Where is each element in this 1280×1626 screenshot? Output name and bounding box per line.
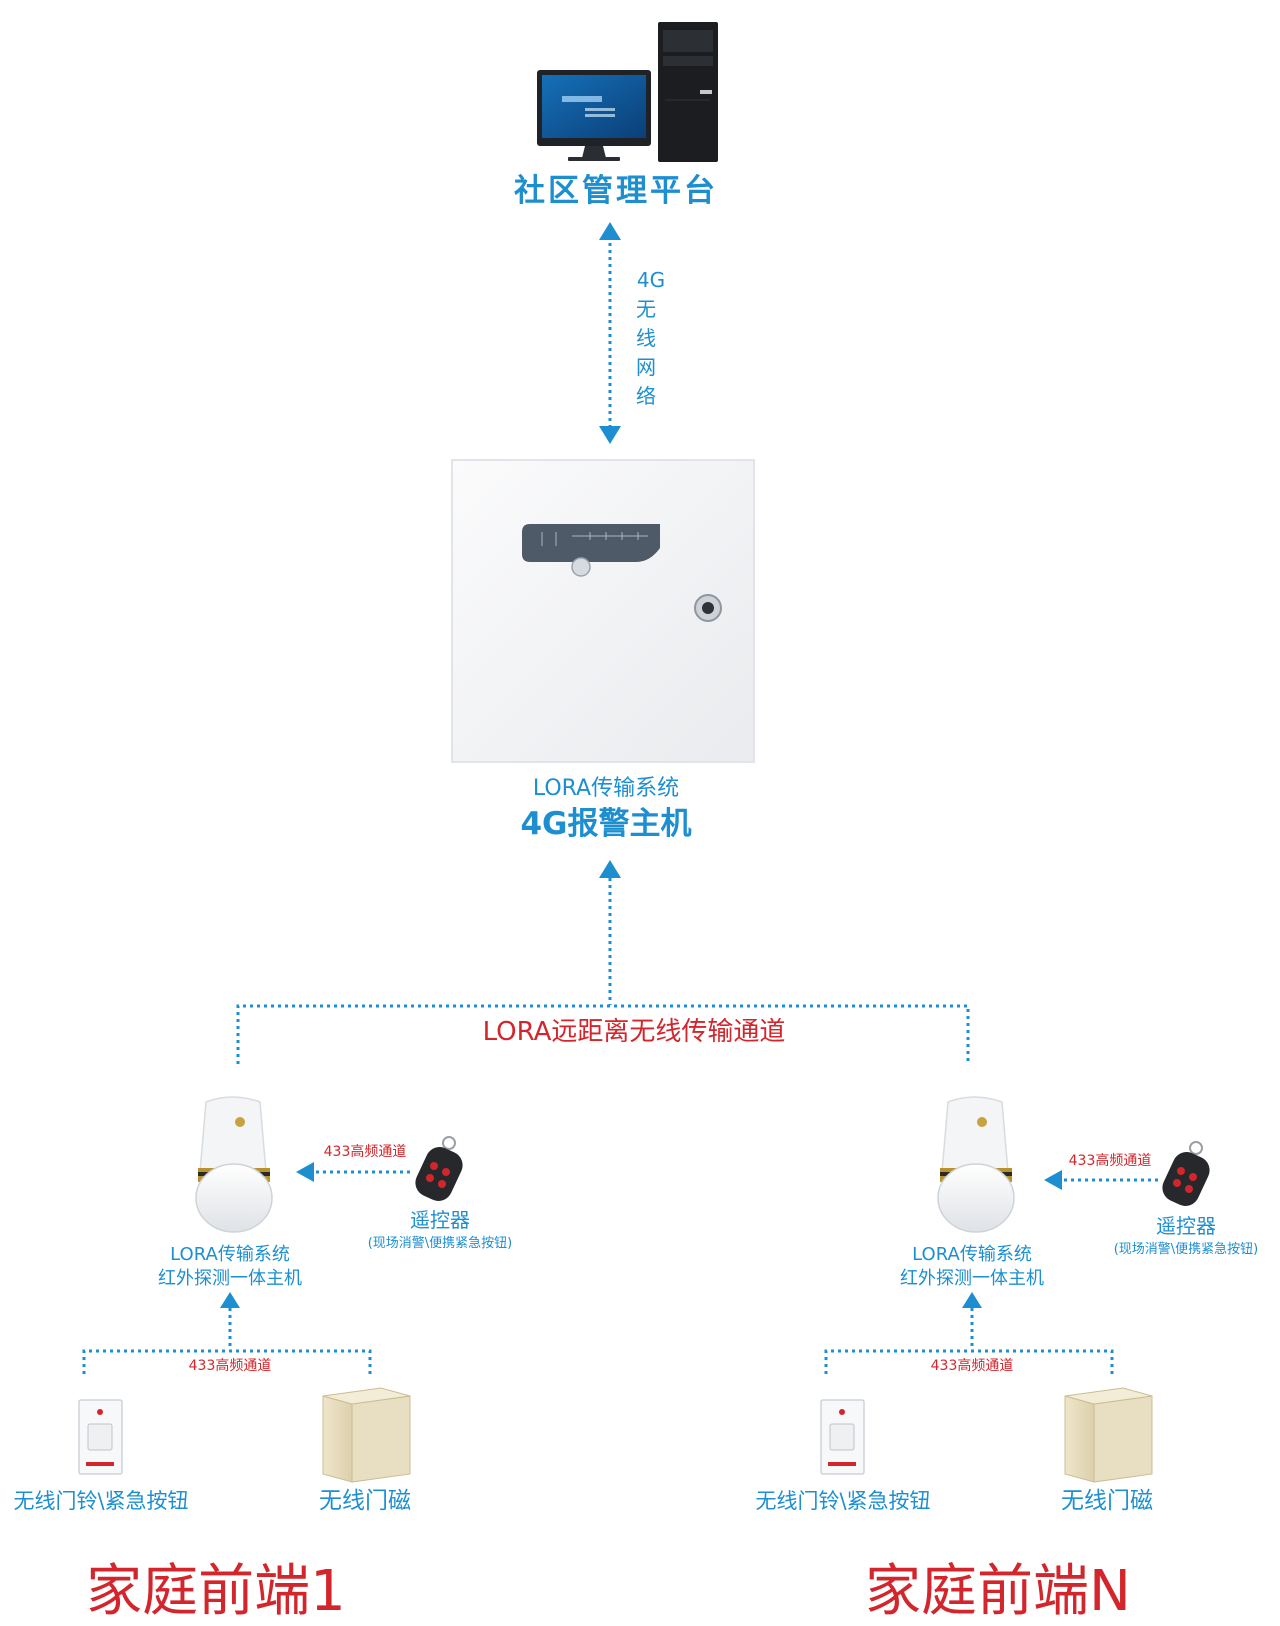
home-n-remote-note: (现场消警\便携紧急按钮) bbox=[1114, 1241, 1259, 1257]
home-n-title: 家庭前端N bbox=[865, 1559, 1131, 1622]
remote-arrow bbox=[1044, 1170, 1158, 1190]
uplink-label: 4G 无 线 网 络 bbox=[636, 268, 665, 408]
key-fob-remote-icon bbox=[415, 1136, 463, 1201]
platform-title: 社区管理平台 bbox=[514, 173, 718, 209]
home-n-sensor-b: 无线门磁 bbox=[1061, 1488, 1153, 1514]
door-magnet-sensor-icon bbox=[1064, 1387, 1153, 1483]
home-1-sensors-channel: 433高频通道 bbox=[189, 1357, 272, 1374]
alarm-host-cabinet-icon bbox=[451, 459, 755, 763]
home-1-title: 家庭前端1 bbox=[86, 1559, 346, 1622]
home-1-remote-title: 遥控器 bbox=[410, 1208, 470, 1232]
home-1-sensor-b: 无线门磁 bbox=[319, 1488, 411, 1514]
home-n-remote-channel: 433高频通道 bbox=[1069, 1152, 1152, 1169]
lora-channel-lines bbox=[236, 878, 970, 1064]
lora-arrow-head bbox=[599, 860, 621, 878]
wireless-doorbell-button-icon bbox=[820, 1399, 865, 1475]
door-magnet-sensor-icon bbox=[322, 1387, 411, 1483]
svg-text:无: 无 bbox=[636, 297, 656, 321]
home-n-sensor-a: 无线门铃\紧急按钮 bbox=[755, 1489, 930, 1513]
pir-detector-icon bbox=[937, 1096, 1015, 1233]
home-n-sensor-lines bbox=[824, 1308, 1114, 1374]
home-1-sensor-a: 无线门铃\紧急按钮 bbox=[13, 1489, 188, 1513]
key-fob-remote-icon bbox=[1162, 1141, 1210, 1206]
home-n-sensors-channel: 433高频通道 bbox=[931, 1357, 1014, 1374]
svg-text:4G: 4G bbox=[637, 268, 665, 292]
home-n: LORA传输系统 红外探测一体主机 433高频通道 遥控器 (现场消警\便携紧急… bbox=[755, 1096, 1259, 1624]
home-n-unit-line1: LORA传输系统 bbox=[912, 1244, 1032, 1265]
home-n-unit-line2: 红外探测一体主机 bbox=[900, 1268, 1044, 1289]
uplink-arrow bbox=[599, 222, 621, 444]
home-1-unit-line1: LORA传输系统 bbox=[170, 1244, 290, 1265]
home-1: LORA传输系统 红外探测一体主机 433高频通道 遥控器 (现场消警\便携紧急… bbox=[13, 1096, 513, 1624]
svg-text:网: 网 bbox=[636, 355, 656, 379]
wireless-doorbell-button-icon bbox=[78, 1399, 123, 1475]
host-line2: 4G报警主机 bbox=[520, 806, 691, 842]
home-n-remote-title: 遥控器 bbox=[1156, 1214, 1216, 1238]
host-line1: LORA传输系统 bbox=[533, 776, 679, 801]
pir-detector-icon bbox=[195, 1096, 273, 1233]
home-1-sensor-lines bbox=[82, 1308, 372, 1374]
home-1-remote-channel: 433高频通道 bbox=[324, 1143, 407, 1160]
lora-channel-label: LORA远距离无线传输通道 bbox=[483, 1017, 786, 1047]
remote-arrow bbox=[296, 1162, 410, 1182]
desktop-computer-icon bbox=[537, 22, 718, 162]
home-1-remote-note: (现场消警\便携紧急按钮) bbox=[368, 1235, 513, 1251]
home-1-unit-line2: 红外探测一体主机 bbox=[158, 1268, 302, 1289]
svg-text:络: 络 bbox=[636, 384, 656, 408]
svg-text:线: 线 bbox=[636, 326, 656, 350]
